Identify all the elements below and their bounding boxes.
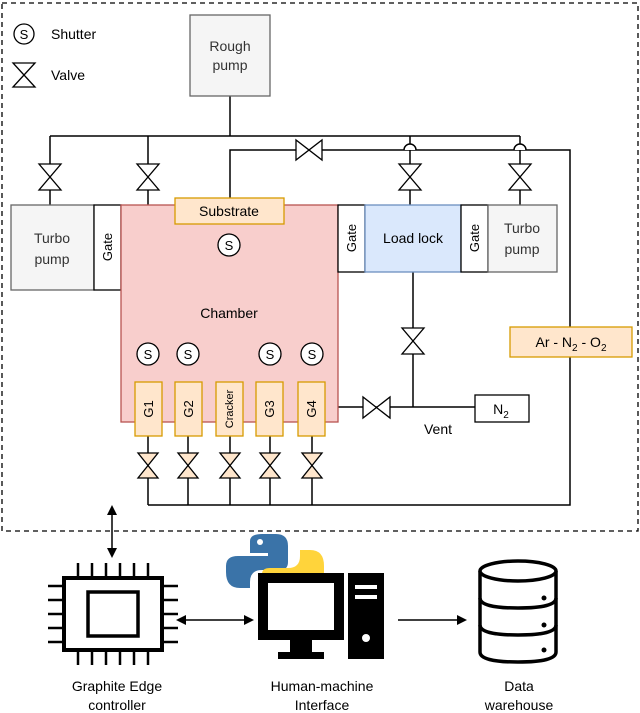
svg-text:Rough: Rough [209, 38, 250, 54]
computer-icon [258, 573, 384, 659]
legend-shutter-symbol: S [20, 27, 29, 42]
shutter-icon [136, 342, 160, 366]
valve-icon [400, 327, 426, 355]
load-lock: Load lock [364, 204, 462, 273]
svg-text:S: S [266, 347, 275, 362]
svg-text:S: S [225, 238, 234, 253]
valve-icon [397, 163, 423, 191]
legend: S Shutter Valve [11, 23, 96, 88]
legend-shutter-icon [13, 23, 35, 45]
hmi-label-2: Interface [295, 697, 350, 713]
substrate: Substrate [174, 197, 285, 225]
turbo-pump-right: Turbo pump [487, 204, 558, 273]
valve-icon [507, 163, 533, 191]
svg-text:Gate: Gate [344, 224, 359, 252]
valve-icon [295, 138, 323, 162]
source-cracker: Cracker [224, 389, 236, 428]
svg-text:S: S [144, 347, 153, 362]
shutter-icon [300, 342, 324, 366]
svg-text:Gate: Gate [100, 233, 115, 261]
system-boundary [1, 2, 639, 532]
source-g3: G3 [262, 400, 277, 417]
valve-icon [218, 452, 242, 479]
valve-icon [136, 452, 160, 479]
legend-shutter-label: Shutter [51, 26, 96, 42]
gate-left: Gate [93, 204, 122, 291]
valve-icon [135, 163, 161, 191]
warehouse-label-1: Data [504, 678, 534, 694]
svg-text:Substrate: Substrate [199, 203, 259, 219]
svg-text:Ar - N2 - O2: Ar - N2 - O2 [535, 334, 606, 354]
valve-icon [258, 452, 282, 479]
valve-icon [362, 395, 391, 420]
svg-text:pump: pump [212, 57, 247, 73]
shutter-icon [258, 342, 282, 366]
svg-text:Turbo: Turbo [504, 220, 540, 236]
legend-valve-label: Valve [51, 67, 85, 83]
sources: G1 G2 Cracker G3 G4 [134, 381, 326, 437]
svg-text:N2: N2 [493, 401, 509, 421]
database-icon [478, 559, 558, 664]
gate-right-2: Gate [460, 204, 489, 273]
controller-hmi-arrow [176, 615, 254, 625]
svg-text:Load lock: Load lock [383, 230, 444, 246]
chip-icon [48, 563, 178, 665]
chamber-label: Chamber [200, 305, 258, 321]
valve-icon [37, 163, 63, 191]
source-g4: G4 [304, 400, 319, 417]
svg-text:pump: pump [504, 241, 539, 257]
valve-icon [176, 452, 200, 479]
source-valves [136, 452, 324, 479]
svg-text:pump: pump [34, 251, 69, 267]
legend-valve-icon [11, 62, 37, 88]
hmi-warehouse-arrow [398, 615, 467, 625]
svg-text:Gate: Gate [467, 224, 482, 252]
shutter-icon [176, 342, 200, 366]
source-g1: G1 [141, 400, 156, 417]
valves-top [37, 138, 533, 191]
svg-text:S: S [184, 347, 193, 362]
n2-supply: N2 [474, 394, 530, 423]
line-hops [403, 143, 527, 151]
gate-right-1: Gate [337, 204, 366, 273]
controller-label-2: controller [88, 697, 146, 713]
source-g2: G2 [181, 400, 196, 417]
valve-icon [300, 452, 324, 479]
controller-label-1: Graphite Edge [72, 678, 162, 694]
hmi-label-1: Human-machine [271, 678, 374, 694]
controller-link-arrow [107, 505, 117, 558]
shutters: S S S S S [136, 233, 324, 366]
shutter-icon [217, 233, 241, 257]
gas-supply: Ar - N2 - O2 [509, 326, 633, 358]
svg-text:Turbo: Turbo [34, 230, 70, 246]
vent-label: Vent [424, 421, 452, 437]
rough-pump: Rough pump [189, 14, 271, 97]
warehouse-label-2: warehouse [484, 697, 554, 713]
svg-text:S: S [308, 347, 317, 362]
turbo-pump-left: Turbo pump [10, 204, 95, 291]
